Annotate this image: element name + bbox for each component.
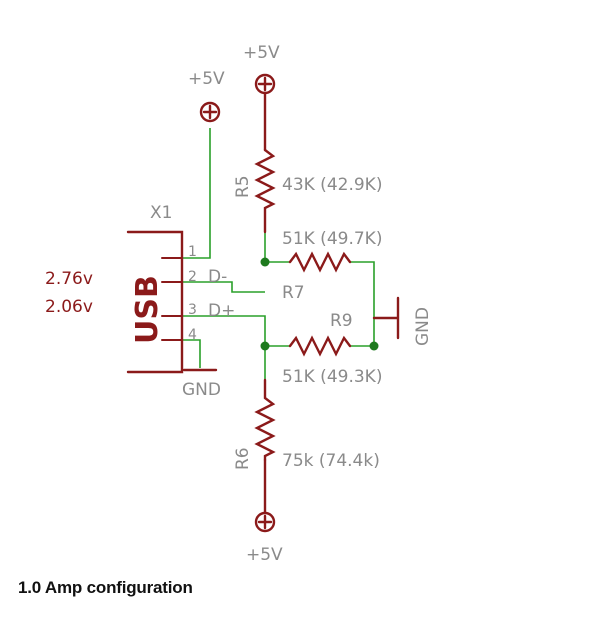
vcc-left-symbol — [199, 101, 221, 123]
vcc-left-label: +5V — [188, 69, 225, 89]
gnd-right-symbol — [372, 296, 400, 340]
resistor-r5 — [254, 148, 276, 234]
r6-value: 75k (74.4k) — [282, 451, 380, 471]
junction-node-b — [260, 341, 270, 351]
wire-pin1-vcc — [182, 128, 211, 259]
x1-label: X1 — [150, 203, 172, 223]
r5-value: 43K (42.9K) — [282, 175, 382, 195]
usb-label: USB — [130, 275, 165, 344]
pin2-label: 2 — [188, 269, 197, 285]
pin1-label: 1 — [188, 244, 197, 260]
pin4-label: 4 — [188, 327, 197, 343]
gnd-right-label: GND — [413, 307, 433, 346]
vcc-bottom-symbol — [254, 458, 276, 533]
dminus-label: D- — [208, 267, 227, 287]
r9-name: R9 — [330, 311, 353, 331]
vcc-bottom-label: +5V — [246, 545, 283, 565]
dplus-label: D+ — [208, 301, 235, 321]
figure-caption: 1.0 Amp configuration — [18, 578, 193, 597]
usb-connector-x1 — [126, 230, 184, 374]
r9-value: 51K (49.3K) — [282, 367, 382, 387]
vcc-top-symbol — [254, 73, 276, 152]
usb-charger-schematic: +5V +5V +5V X1 USB 1 2 3 4 D- D+ 2.76v 2… — [45, 43, 433, 565]
gnd-usb-label: GND — [182, 380, 221, 400]
components — [126, 73, 400, 533]
wire-pin2-node-a — [182, 281, 265, 293]
pin3-label: 3 — [188, 302, 197, 318]
wire-r7-right-down — [350, 261, 375, 346]
r7-name: R7 — [282, 283, 305, 303]
r7-value: 51K (49.7K) — [282, 229, 382, 249]
resistor-r7 — [288, 251, 352, 273]
r5-name: R5 — [233, 175, 253, 198]
junction-gnd — [369, 341, 379, 351]
wire-pin3-node-b — [182, 315, 266, 346]
resistor-r9 — [288, 335, 352, 357]
wire-pin4-gnd — [182, 339, 201, 368]
junctions — [260, 257, 379, 351]
junction-node-a — [260, 257, 270, 267]
voltage-dminus: 2.76v — [45, 269, 93, 289]
r6-name: R6 — [233, 447, 253, 470]
resistor-r6 — [254, 378, 276, 462]
voltage-dplus: 2.06v — [45, 297, 93, 317]
vcc-top-label: +5V — [243, 43, 280, 63]
